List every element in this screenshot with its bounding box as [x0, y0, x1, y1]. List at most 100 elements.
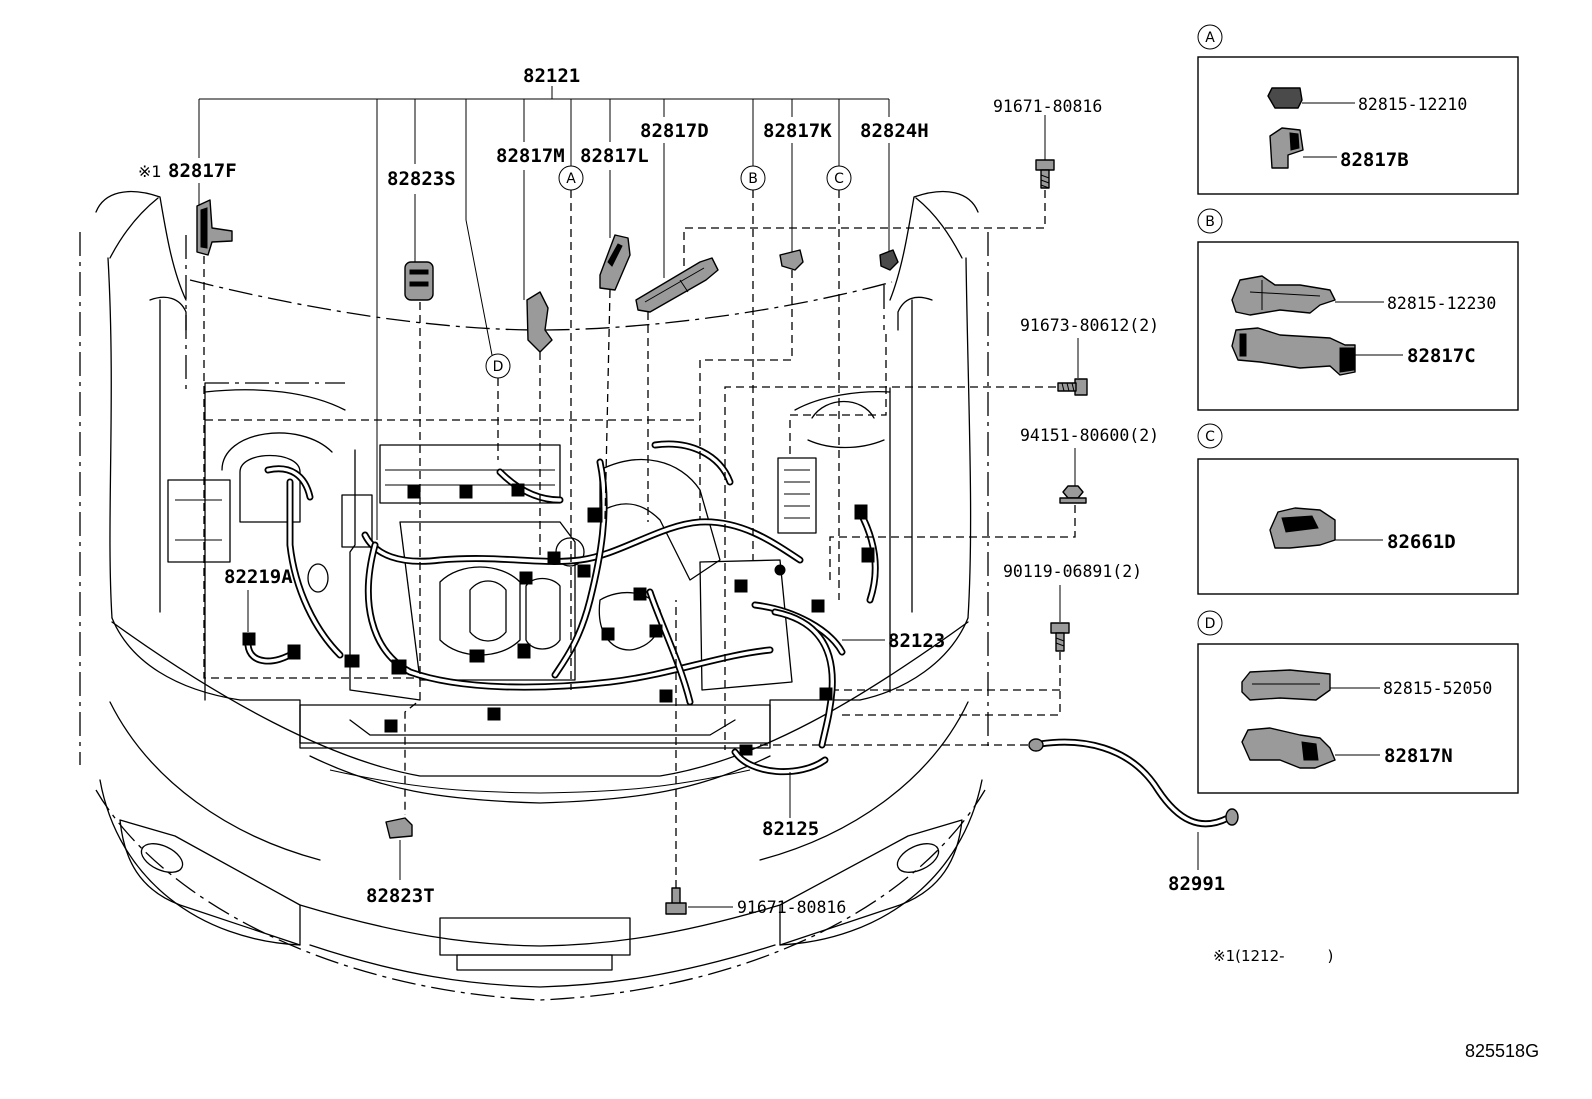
ref-circle-c: [826, 165, 852, 191]
cowl-right: [794, 390, 891, 411]
label-90119: 90119-06891(2): [1003, 562, 1142, 581]
panel-ref-letter: C: [1205, 429, 1215, 445]
part-82817n-detail: [1301, 741, 1319, 761]
label-82817k: 82817K: [763, 120, 832, 142]
connector: [517, 643, 531, 659]
windshield-base-right: [915, 197, 963, 259]
part-82817c-shape: [1231, 327, 1356, 376]
bolt-head: [665, 902, 687, 915]
part-82817l-detail: [607, 243, 623, 267]
radiator-support: [239, 699, 861, 749]
intake-plenum: [379, 444, 561, 504]
lower-grille-top: [299, 904, 781, 947]
connector: [407, 485, 421, 499]
harness-lower-inner: [366, 543, 772, 689]
fender-inner-right: [897, 296, 933, 331]
valve-cover: [399, 521, 576, 681]
license-plate-lower: [456, 954, 613, 971]
connector: [384, 719, 398, 733]
dashed-82817k: [699, 270, 793, 520]
harness-branch-5-inner: [648, 590, 692, 704]
bolt-90119-icon: [1050, 622, 1070, 652]
connector: [811, 599, 825, 613]
connector: [601, 627, 615, 641]
bolt-threads: [1061, 382, 1075, 392]
label-91671-top: 91671-80816: [993, 97, 1102, 116]
harness-connectors: [242, 483, 875, 756]
ref-circle-d: [485, 353, 511, 379]
relay-box: [777, 457, 817, 534]
harness-branch-2-inner: [266, 467, 312, 499]
dashed-94151: [829, 505, 1076, 585]
headlamp-housing-left: [111, 617, 241, 701]
connector: [511, 483, 525, 497]
label-82817f-number: 82817F: [168, 160, 237, 182]
ref-letter-b: B: [748, 171, 758, 187]
label-82219a: 82219A: [224, 566, 293, 588]
engine-bracket: [341, 494, 373, 548]
connector: [734, 579, 748, 593]
panel-part-label: 82817B: [1340, 149, 1409, 171]
label-94151: 94151-80600(2): [1020, 426, 1159, 445]
ref-circle-a: [558, 165, 584, 191]
bumper-side-left: [99, 779, 301, 946]
part-82815-12230-shape: [1231, 275, 1336, 316]
connector: [861, 547, 875, 563]
lower-grille-bottom: [309, 944, 776, 988]
dashed-90119: [835, 652, 1061, 716]
panel-part-label: 82815-12210: [1358, 95, 1467, 114]
part-82817l-shape: [599, 234, 631, 291]
air-cleaner-box: [699, 559, 793, 691]
dashed-91673: [724, 386, 1056, 750]
ref-circle-b: [740, 165, 766, 191]
part-82815-12210-shape: [1267, 87, 1303, 109]
nut-flange: [1059, 497, 1087, 504]
connector: [242, 632, 256, 646]
connector: [739, 744, 753, 756]
label-91671-bottom: 91671-80816: [737, 898, 846, 917]
harness-main-inner: [363, 520, 802, 564]
engine-front-cover: [349, 449, 421, 701]
label-82824h: 82824H: [860, 120, 929, 142]
connector: [519, 571, 533, 585]
hood-front-edge: [189, 279, 893, 331]
ref-letter-a: A: [566, 171, 576, 187]
part-82823t-shape: [385, 817, 413, 839]
engine-wire-harness: [244, 440, 879, 776]
label-82125: 82125: [762, 818, 819, 840]
connector: [547, 551, 561, 565]
harness-branch-4-inner: [498, 470, 562, 502]
a-pillar-left: [95, 190, 187, 301]
part-82815-52050-shape: [1241, 669, 1331, 701]
strut-tower-right: [811, 400, 875, 419]
harness-center-inner: [553, 460, 606, 677]
connector: [287, 644, 301, 660]
part-82661d-detail: [1281, 515, 1319, 533]
label-82817l: 82817L: [580, 145, 649, 167]
connector: [459, 485, 473, 499]
part-82817k-shape: [779, 249, 804, 271]
panel-ref-circle: [1197, 208, 1223, 234]
battery: [167, 479, 231, 563]
part-82824h-shape: [879, 249, 899, 271]
bolt-threads: [1040, 174, 1050, 189]
part-82817c-detail: [1239, 333, 1355, 373]
dashed-82817f: [203, 256, 420, 679]
washer-cap: [307, 563, 329, 593]
front-crossmember: [349, 719, 736, 736]
car-body: [79, 190, 989, 1001]
hardware: [665, 159, 1239, 915]
bolt-shank: [1040, 169, 1050, 189]
panel-frame: [1197, 643, 1519, 794]
label-82817m: 82817M: [496, 145, 565, 167]
headlamp-housing-right: [859, 617, 969, 701]
connector: [577, 564, 591, 578]
panel-ref-circle: [1197, 423, 1223, 449]
part-82823s-ribs: [409, 269, 429, 287]
part-shapes: [196, 199, 899, 839]
part-82817b-detail: [1289, 132, 1300, 151]
harness-branch-3-inner: [288, 480, 342, 657]
bolt-head: [1035, 159, 1055, 171]
connector: [487, 707, 501, 721]
